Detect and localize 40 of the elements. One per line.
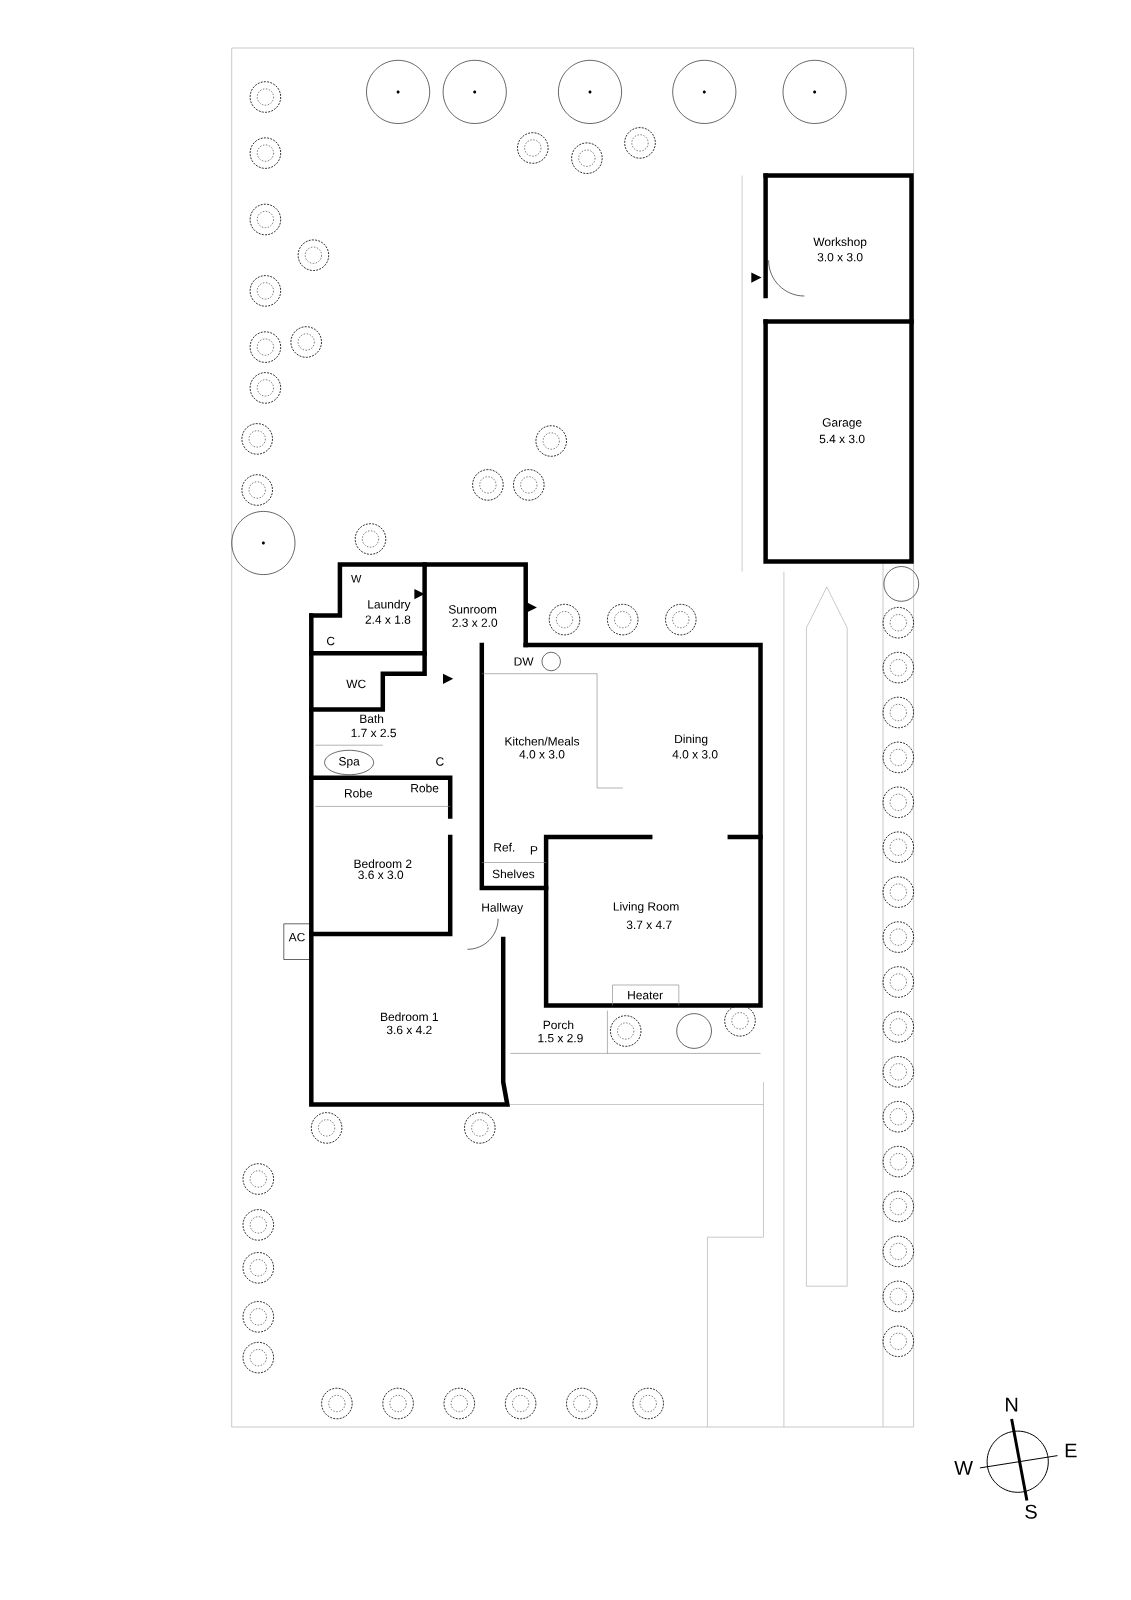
room-dimension: 5.4 x 3.0 (819, 434, 865, 444)
room-name: Garage (822, 418, 862, 429)
room-name: Laundry (368, 599, 411, 611)
room-dimension: 3.6 x 3.0 (358, 870, 404, 880)
compass-letter: W (954, 1461, 973, 1475)
room-name: Dining (675, 734, 708, 746)
compass-letter: S (1025, 1504, 1037, 1519)
compass-letter: N (1006, 1397, 1018, 1412)
fixture-label: Heater (628, 991, 663, 1000)
room-name: Bedroom 1 (381, 1012, 438, 1022)
room-name: WC (346, 679, 366, 689)
room-dimension: 4.0 x 3.0 (519, 750, 565, 759)
room-name: Hallway (482, 902, 524, 915)
compass-letter: E (1065, 1443, 1077, 1458)
room-dimension: 3.6 x 4.2 (386, 1025, 432, 1035)
fixture-label: Spa (339, 757, 360, 768)
fixture-label: AC (288, 932, 305, 942)
room-name: Workshop (813, 237, 867, 249)
fixture-label: Robe (345, 788, 373, 798)
fixture-label: Shelves (492, 869, 535, 879)
room-dimension: 2.3 x 2.0 (452, 618, 498, 627)
fixture-label: W (351, 575, 362, 583)
room-dimension: 3.7 x 4.7 (626, 920, 672, 930)
room-name: Living Room (613, 901, 679, 914)
fixture-label: Robe (411, 783, 439, 793)
room-dimension: 1.7 x 2.5 (351, 728, 396, 738)
fixture-label: Ref. (494, 842, 515, 852)
room-name: Kitchen/Meals (505, 736, 580, 746)
room-dimension: 2.4 x 1.8 (365, 615, 411, 624)
room-name: Sunroom (448, 605, 497, 614)
room-dimension: 1.5 x 2.9 (538, 1033, 583, 1043)
fixture-label: DW (514, 657, 534, 666)
room-name: Bath (360, 714, 384, 723)
fixture-label: C (436, 757, 444, 766)
room-name: Porch (543, 1020, 574, 1030)
room-name: Bedroom 2 (354, 859, 412, 868)
room-dimension: 3.0 x 3.0 (817, 253, 863, 262)
fixture-label: C (327, 636, 335, 646)
room-dimension: 4.0 x 3.0 (672, 750, 718, 759)
fixture-label: P (530, 846, 538, 855)
